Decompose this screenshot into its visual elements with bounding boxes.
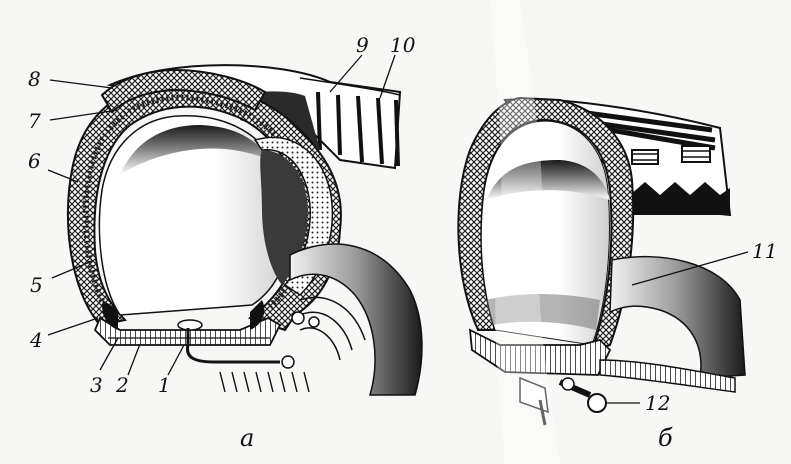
tire-a-tube-shadow: [260, 150, 308, 285]
paper-crease: [490, 0, 560, 464]
tire-a-wheel-disc: [289, 243, 423, 396]
tire-a-valve-cap: [281, 355, 295, 369]
tire-b-floor-shade: [486, 294, 600, 330]
tire-b-block-lines: [632, 150, 710, 161]
tire-a-bead-left: [102, 300, 118, 330]
caption-a: а: [240, 424, 254, 452]
label-1: 1: [158, 373, 171, 397]
tire-b-leaders: [606, 251, 749, 404]
label-5: 5: [30, 273, 43, 297]
tire-a-bolt-2: [308, 316, 320, 328]
caption-b: б: [658, 424, 673, 452]
tire-a-bead-right: [250, 300, 265, 330]
tire-a-interior-shade: [120, 125, 270, 175]
label-8: 8: [28, 67, 41, 91]
label-10: 10: [390, 33, 416, 57]
tire-a-wheel-lines: [299, 296, 366, 361]
label-6: 6: [28, 149, 41, 173]
tire-a-tread-crown: [100, 68, 267, 114]
tire-a-bolt-1: [291, 311, 305, 325]
tire-a: [66, 64, 423, 396]
tire-b-valve-cap: [587, 393, 607, 413]
tire-b-valve-rod: [538, 399, 547, 426]
tire-b: [457, 96, 746, 426]
label-3: 3: [90, 373, 103, 397]
tire-a-valve-base: [177, 319, 203, 331]
tire-a-valve-stem: [185, 328, 280, 364]
tire-a-tread-edge: [299, 77, 401, 96]
tire-b-wheel-disc: [609, 255, 746, 379]
part-labels: 8 7 6 5 4 3 2 1 9 10 11 12: [28, 33, 777, 415]
label-4: 4: [29, 328, 43, 352]
label-11: 11: [752, 239, 777, 263]
tire-a-leaders: [47, 54, 396, 376]
tire-b-interior-shade: [486, 160, 610, 200]
label-9: 9: [356, 33, 369, 57]
tire-a-tread-grooves: [316, 91, 400, 167]
label-7: 7: [28, 109, 41, 133]
tire-a-rim-hatching: [219, 371, 310, 393]
tire-b-zigzag: [630, 182, 730, 215]
label-12: 12: [645, 391, 670, 415]
tire-b-rim-flange: [599, 359, 736, 393]
tire-b-valve-nut: [561, 377, 575, 391]
tire-b-rim: [468, 328, 612, 376]
label-2: 2: [115, 373, 129, 397]
